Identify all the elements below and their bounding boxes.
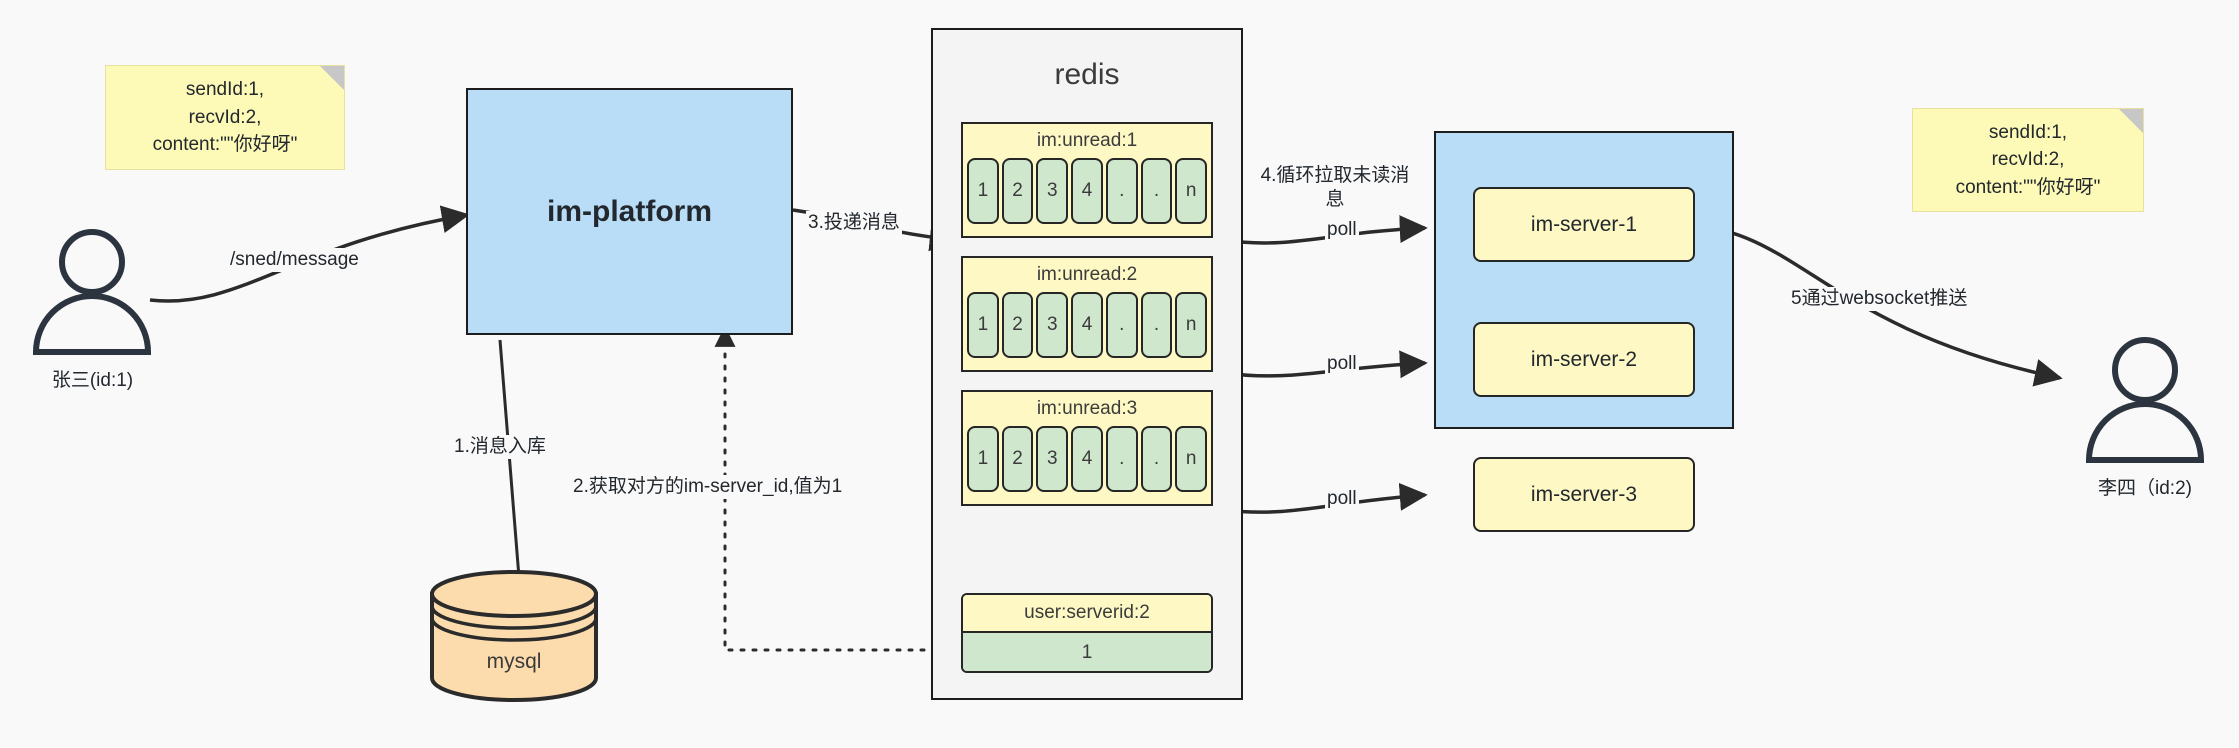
edge-platform-to-mysql <box>498 339 529 593</box>
im-server-1-node[interactable]: im-server-1 <box>1473 187 1695 262</box>
im-server-2-node[interactable]: im-server-2 <box>1473 322 1695 397</box>
note-right: sendId:1, recvId:2, content:""你好呀" <box>1912 108 2144 212</box>
queue-im-unread-3[interactable]: im:unread:3 1 2 3 4 . . n <box>961 390 1213 506</box>
queue-cell: 1 <box>967 426 999 492</box>
im-server-label: im-server-3 <box>1530 482 1638 506</box>
queue-key-label: im:unread:1 <box>1036 130 1138 151</box>
queue-cell: . <box>1105 292 1138 358</box>
queue-key-label: im:unread:3 <box>1036 398 1138 419</box>
queue-cell: 4 <box>1071 292 1103 358</box>
edge-label-step5: 5通过websocket推送 <box>1789 287 1970 311</box>
queue-cell: 3 <box>1036 426 1069 492</box>
im-platform-label: im-platform <box>547 194 712 228</box>
cylinder-icon <box>430 570 598 702</box>
queue-cell: 2 <box>1001 426 1034 492</box>
queue-cell: 1 <box>967 158 999 224</box>
mysql-node[interactable]: mysql <box>428 568 600 703</box>
queue-im-unread-1[interactable]: im:unread:1 1 2 3 4 . . n <box>961 122 1213 238</box>
edge-label-poll-1: poll <box>1325 218 1359 242</box>
queue-cell: . <box>1140 426 1173 492</box>
queue-cell: . <box>1105 158 1138 224</box>
note-fold-icon <box>320 66 344 90</box>
mysql-label: mysql <box>486 650 542 673</box>
note-right-text: sendId:1, recvId:2, content:""你好呀" <box>1955 121 2101 198</box>
im-server-3-node[interactable]: im-server-3 <box>1473 457 1695 532</box>
note-left: sendId:1, recvId:2, content:""你好呀" <box>105 65 345 170</box>
edge-label-step2: 2.获取对方的im-server_id,值为1 <box>571 475 845 499</box>
queue-cell: . <box>1140 158 1173 224</box>
edge-label-poll-2: poll <box>1325 352 1359 376</box>
kv-key-label: user:serverid:2 <box>963 595 1211 633</box>
queue-cell: 3 <box>1036 158 1069 224</box>
queue-cell: n <box>1175 292 1208 358</box>
edge-label-step4: 4.循环拉取未读消息 <box>1258 164 1412 212</box>
queue-im-unread-2[interactable]: im:unread:2 1 2 3 4 . . n <box>961 256 1213 372</box>
sender-label: 张三(id:1) <box>51 370 134 391</box>
queue-cell: 4 <box>1071 158 1103 224</box>
im-platform-node[interactable]: im-platform <box>466 88 793 335</box>
note-left-text: sendId:1, recvId:2, content:""你好呀" <box>152 79 298 156</box>
queue-cells: 1 2 3 4 . . n <box>963 426 1211 492</box>
queue-cell: 2 <box>1001 158 1034 224</box>
edge-label-step1: 1.消息入库 <box>452 435 548 459</box>
queue-cell: 4 <box>1071 426 1103 492</box>
queue-key-label: im:unread:2 <box>1036 264 1138 285</box>
queue-cell: . <box>1140 292 1173 358</box>
receiver-label: 李四（id:2) <box>2098 478 2192 499</box>
edge-queue2-to-server2 <box>1224 350 1428 379</box>
queue-cells: 1 2 3 4 . . n <box>963 292 1211 358</box>
queue-cell: 3 <box>1036 292 1069 358</box>
queue-cell: n <box>1175 426 1208 492</box>
kv-user-serverid[interactable]: user:serverid:2 1 <box>961 593 1213 673</box>
note-fold-icon <box>2119 109 2143 133</box>
im-server-label: im-server-1 <box>1530 212 1638 236</box>
edge-queue1-to-server1 <box>1224 215 1428 245</box>
edge-queue3-to-server3 <box>1224 482 1428 514</box>
queue-cells: 1 2 3 4 . . n <box>963 158 1211 224</box>
redis-title: redis <box>1054 58 1120 91</box>
im-server-label: im-server-2 <box>1530 347 1638 371</box>
queue-cell: n <box>1175 158 1208 224</box>
kv-value-label: 1 <box>963 633 1211 671</box>
edge-sender-to-platform <box>149 205 470 303</box>
queue-cell: 1 <box>967 292 999 358</box>
edge-label-poll-3: poll <box>1325 487 1359 511</box>
edge-label-send-message: /sned/message <box>228 248 361 272</box>
queue-cell: . <box>1105 426 1138 492</box>
edge-label-step3: 3.投递消息 <box>806 211 902 235</box>
queue-cell: 2 <box>1001 292 1034 358</box>
